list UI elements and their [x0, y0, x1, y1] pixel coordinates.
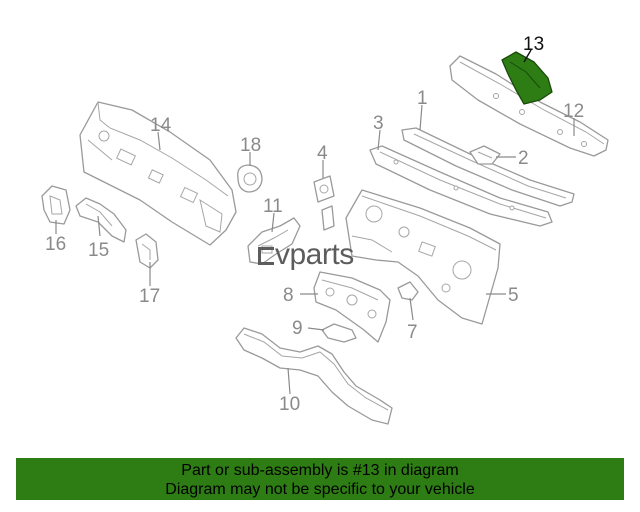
part-2-shape[interactable] [469, 145, 501, 165]
part-15-shape[interactable] [75, 197, 127, 243]
callout-16[interactable]: 16 [45, 234, 66, 255]
part-17-shape[interactable] [135, 233, 159, 269]
part-7-shape[interactable] [397, 281, 419, 301]
callout-1[interactable]: 1 [417, 88, 428, 109]
watermark-text: vparts [275, 238, 354, 271]
callout-2[interactable]: 2 [518, 148, 529, 169]
leader-lines [55, 49, 575, 395]
part-8-shape[interactable] [313, 271, 391, 343]
callout-9[interactable]: 9 [292, 318, 303, 339]
part-9-shape[interactable] [321, 323, 357, 343]
part-13-shape[interactable] [501, 51, 553, 105]
banner-line-2: Diagram may not be specific to your vehi… [165, 481, 475, 498]
callout-8[interactable]: 8 [283, 285, 294, 306]
callout-3[interactable]: 3 [373, 113, 384, 134]
part-4-shape[interactable] [313, 175, 335, 203]
callout-17[interactable]: 17 [139, 286, 160, 307]
callout-15[interactable]: 15 [88, 240, 109, 261]
part-14-shape[interactable] [79, 101, 237, 246]
part-1-shape[interactable] [401, 127, 575, 207]
callout-18[interactable]: 18 [240, 135, 261, 156]
part-16-shape[interactable] [41, 185, 71, 225]
watermark-logo: vparts [258, 238, 354, 272]
bracket-shape [321, 205, 335, 231]
callout-5[interactable]: 5 [508, 285, 519, 306]
part-10-shape[interactable] [235, 327, 393, 425]
part-5-shape[interactable] [345, 189, 501, 325]
callout-12[interactable]: 12 [563, 101, 584, 122]
callout-4[interactable]: 4 [317, 143, 328, 164]
callout-10[interactable]: 10 [279, 394, 300, 415]
info-banner: Part or sub-assembly is #13 in diagram D… [16, 458, 624, 500]
callout-14[interactable]: 14 [150, 115, 172, 136]
callout-11[interactable]: 11 [263, 196, 283, 217]
part-18-shape[interactable] [237, 164, 263, 193]
callout-7[interactable]: 7 [407, 322, 418, 343]
parts-diagram: 13 1 3 12 14 18 4 2 11 5 7 8 9 10 15 16 … [41, 34, 609, 425]
watermark-mark-icon [258, 247, 274, 265]
part-12-shape[interactable] [449, 55, 609, 157]
part-3-shape[interactable] [369, 145, 553, 227]
callout-13[interactable]: 13 [523, 34, 544, 55]
banner-line-1: Part or sub-assembly is #13 in diagram [181, 462, 459, 479]
